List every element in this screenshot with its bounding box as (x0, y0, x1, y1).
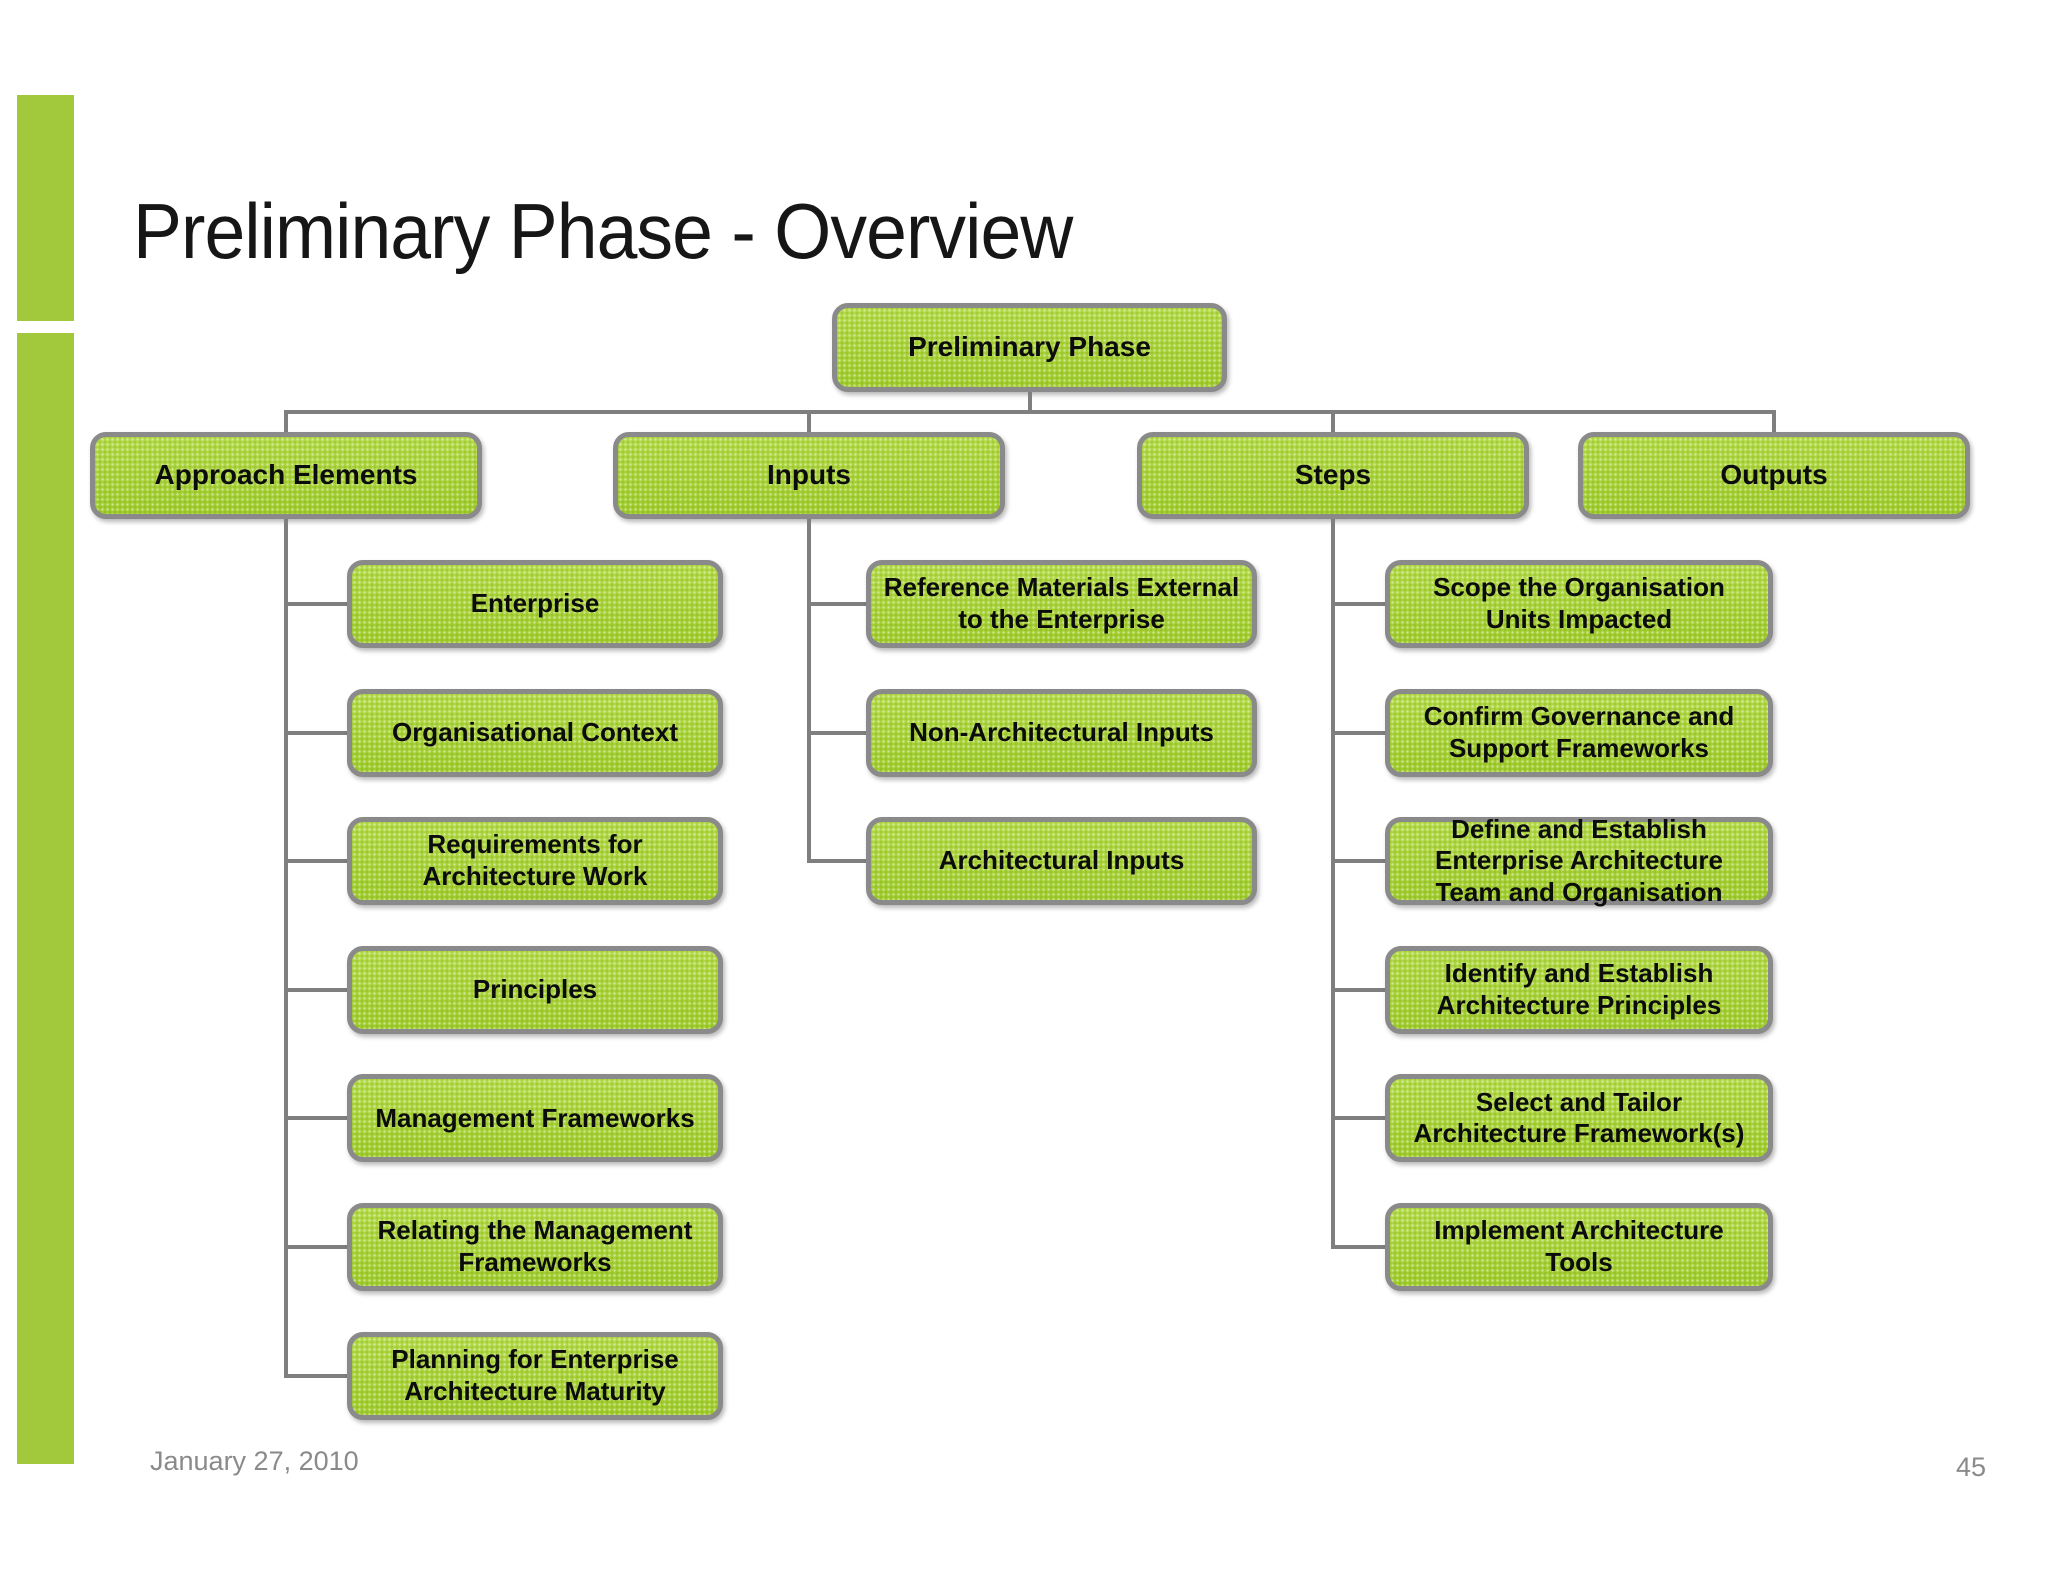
node-label: Inputs (767, 459, 851, 491)
footer-date: January 27, 2010 (150, 1446, 359, 1476)
node-label: Preliminary Phase (908, 331, 1151, 363)
connector-line (284, 519, 288, 1378)
node-label: Outputs (1720, 459, 1828, 491)
connector-line (284, 414, 288, 432)
node-label: Approach Elements (154, 459, 418, 491)
node-principles: Principles (347, 945, 723, 1034)
node-label: Requirements for Architecture Work (422, 829, 648, 892)
node-architectural-inputs: Architectural Inputs (866, 817, 1257, 906)
node-relating-the-management-frameworks: Relating the Management Frameworks (347, 1203, 723, 1291)
node-approach-elements: Approach Elements (90, 432, 482, 519)
connector-line (286, 987, 347, 992)
connector-line (807, 414, 811, 432)
node-reference-materials-external-to-the-ente: Reference Materials External to the Ente… (866, 560, 1257, 648)
slide-title: Preliminary Phase - Overview (133, 187, 1073, 275)
node-preliminary-phase: Preliminary Phase (832, 303, 1227, 392)
node-label: Reference Materials External to the Ente… (883, 572, 1240, 634)
connector-line (286, 1373, 347, 1378)
node-label: Relating the Management Frameworks (377, 1215, 693, 1277)
connector-line (1027, 392, 1032, 414)
node-label: Scope the Organisation Units Impacted (1433, 572, 1725, 634)
node-inputs: Inputs (613, 432, 1005, 519)
node-label: Identify and Establish Architecture Prin… (1436, 958, 1722, 1020)
node-outputs: Outputs (1578, 432, 1970, 519)
node-label: Organisational Context (391, 716, 679, 747)
node-label: Enterprise (470, 588, 600, 619)
node-define-and-establish-enterprise-architec: Define and Establish Enterprise Architec… (1385, 814, 1773, 907)
node-label: Define and Establish Enterprise Architec… (1434, 813, 1724, 908)
connector-line (1333, 602, 1385, 606)
connector-line (1333, 1116, 1385, 1121)
connector-line (1331, 519, 1335, 1249)
node-steps: Steps (1137, 432, 1529, 519)
accent-bar-top (17, 95, 74, 321)
connector-line (286, 859, 347, 864)
node-confirm-governance-and-support-framework: Confirm Governance and Support Framework… (1385, 688, 1773, 777)
connector-line (809, 859, 866, 864)
node-non-architectural-inputs: Non-Architectural Inputs (866, 688, 1257, 777)
node-management-frameworks: Management Frameworks (347, 1074, 723, 1163)
node-scope-the-organisation-units-impacted: Scope the Organisation Units Impacted (1385, 560, 1773, 648)
connector-line (1333, 859, 1385, 864)
connector-line (1333, 987, 1385, 992)
connector-line (1331, 414, 1335, 432)
accent-bar-side (17, 333, 74, 1464)
connector-line (809, 602, 866, 606)
connector-line (286, 1245, 347, 1249)
connector-line (286, 602, 347, 606)
node-label: Management Frameworks (375, 1102, 695, 1133)
connector-line (807, 519, 811, 864)
connector-line (1772, 414, 1776, 432)
node-label: Planning for Enterprise Architecture Mat… (391, 1343, 679, 1406)
connector-line (286, 730, 347, 735)
node-label: Architectural Inputs (938, 845, 1185, 876)
node-label: Principles (472, 973, 598, 1004)
node-label: Implement Architecture Tools (1434, 1215, 1724, 1277)
node-requirements-for-architecture-work: Requirements for Architecture Work (347, 817, 723, 906)
node-organisational-context: Organisational Context (347, 688, 723, 777)
connector-line (1333, 1245, 1385, 1249)
node-label: Steps (1294, 459, 1372, 491)
node-label: Non-Architectural Inputs (909, 716, 1214, 747)
node-identify-and-establish-architecture-prin: Identify and Establish Architecture Prin… (1385, 945, 1773, 1034)
node-label: Select and Tailor Architecture Framework… (1413, 1086, 1745, 1149)
node-implement-architecture-tools: Implement Architecture Tools (1385, 1203, 1773, 1291)
node-planning-for-enterprise-architecture-mat: Planning for Enterprise Architecture Mat… (347, 1331, 723, 1420)
connector-line (809, 730, 866, 735)
connector-line (286, 1116, 347, 1121)
node-label: Confirm Governance and Support Framework… (1423, 700, 1735, 763)
page-number: 45 (1956, 1452, 1987, 1482)
node-select-and-tailor-architecture-framework: Select and Tailor Architecture Framework… (1385, 1074, 1773, 1163)
connector-line (284, 410, 1776, 414)
node-enterprise: Enterprise (347, 560, 723, 648)
connector-line (1333, 730, 1385, 735)
